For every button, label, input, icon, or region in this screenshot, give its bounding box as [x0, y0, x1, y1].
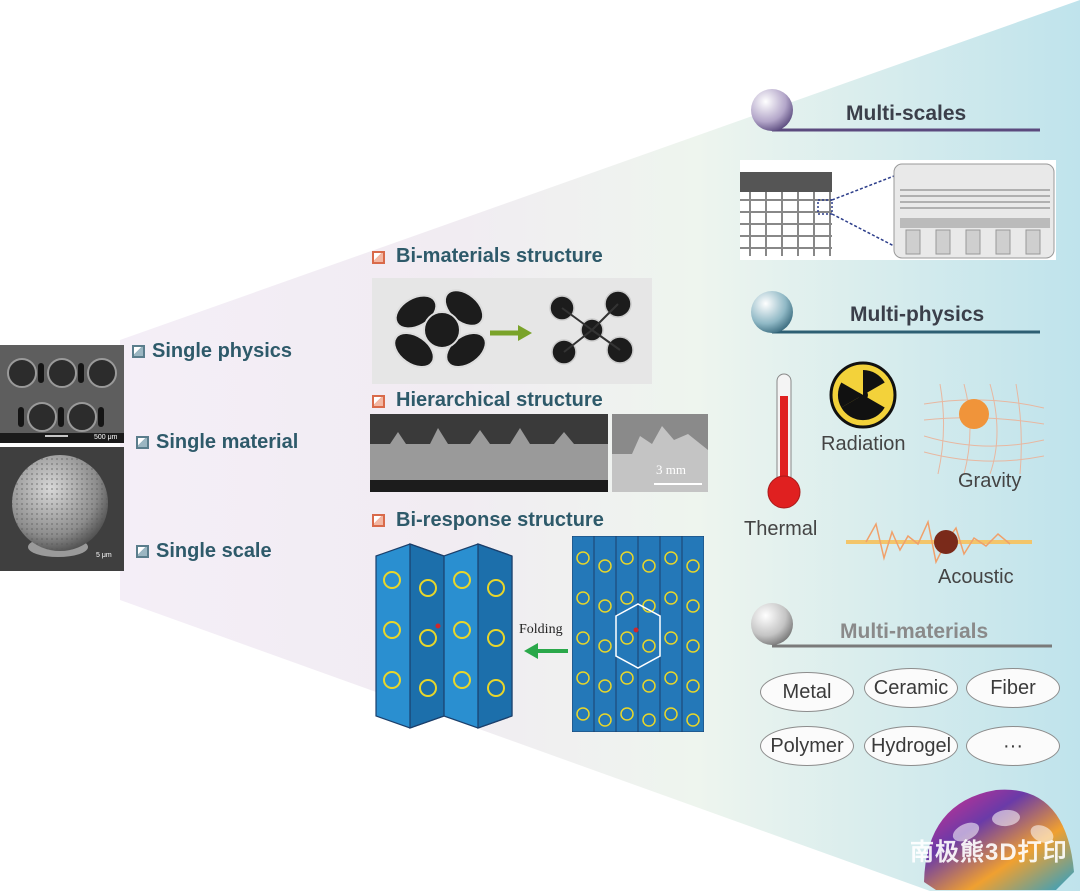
heading-bi-response: Bi-response structure — [396, 509, 604, 531]
bi-materials-image — [372, 278, 652, 384]
bullet-square — [132, 345, 145, 358]
heading-bi-materials: Bi-materials structure — [396, 245, 603, 267]
bullet-square — [136, 545, 149, 558]
multiscales-image — [740, 160, 1056, 260]
multiphysics-header-bar — [751, 291, 1040, 334]
multimaterials-header-bar — [751, 603, 1052, 648]
sem-image-holes — [0, 345, 124, 443]
material-pill-hydrogel: Hydrogel — [864, 726, 958, 766]
folding-arrow-icon — [524, 643, 568, 659]
scale-bar-label: 500 μm — [94, 434, 118, 441]
hierarchical-image — [370, 414, 708, 492]
folding-label: Folding — [519, 622, 563, 637]
heading-multiscales: Multi-scales — [846, 102, 967, 125]
helmet-image — [924, 789, 1074, 890]
sem-image-sphere — [0, 447, 124, 571]
scale-bar-label: 3 mm — [656, 462, 686, 477]
label-single-physics: Single physics — [152, 340, 293, 362]
bullet-square — [372, 251, 385, 264]
material-pill-more: ··· — [966, 726, 1060, 766]
label-gravity: Gravity — [958, 470, 1022, 492]
material-pill-ceramic: Ceramic — [864, 668, 958, 708]
label-single-scale: Single scale — [156, 540, 272, 562]
bullet-square — [136, 436, 149, 449]
label-thermal: Thermal — [744, 518, 818, 540]
thermometer-icon — [767, 373, 801, 509]
bullet-square — [372, 395, 385, 408]
material-pill-metal: Metal — [760, 672, 854, 712]
label-acoustic: Acoustic — [938, 566, 1014, 588]
heading-multimaterials: Multi-materials — [840, 620, 989, 643]
folded-pattern-image — [375, 543, 513, 729]
gravity-icon — [924, 384, 1044, 474]
bullet-square — [372, 514, 385, 527]
scale-bar-label: 5 μm — [96, 552, 112, 559]
heading-multiphysics: Multi-physics — [850, 303, 985, 326]
multiscales-header-bar — [751, 89, 1040, 132]
radiation-icon — [829, 361, 897, 429]
material-pill-fiber: Fiber — [966, 668, 1060, 708]
label-radiation: Radiation — [821, 433, 906, 455]
flat-pattern-image — [572, 536, 704, 732]
heading-hierarchical: Hierarchical structure — [396, 389, 603, 411]
material-pill-polymer: Polymer — [760, 726, 854, 766]
acoustic-icon — [846, 519, 1032, 565]
watermark: 南极熊3D打印 — [910, 839, 1068, 866]
label-single-material: Single material — [156, 431, 299, 453]
